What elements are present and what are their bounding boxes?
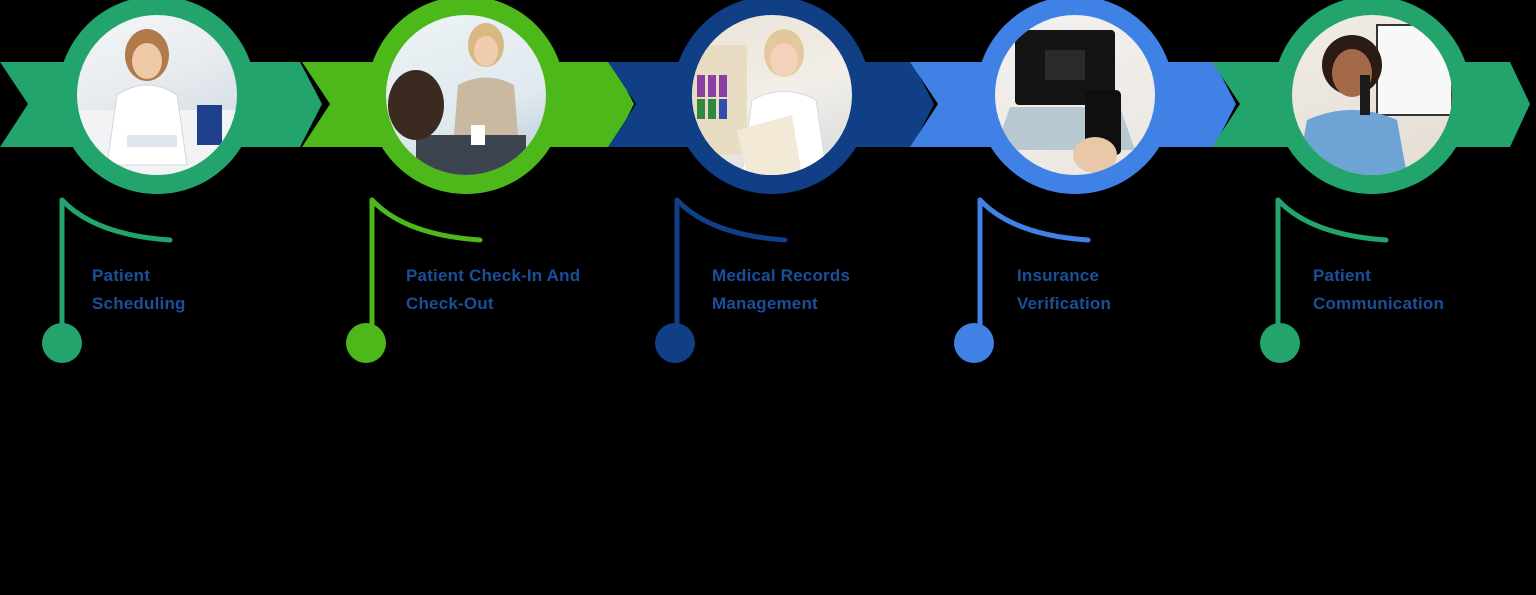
- timeline-dot: [954, 323, 994, 363]
- photo-illustration: [77, 29, 237, 175]
- timeline-dot: [42, 323, 82, 363]
- step-insurance-verification: Insurance Verification: [918, 0, 1228, 595]
- front-desk-check-in-photo: [386, 15, 546, 175]
- flag-connector: [369, 197, 483, 348]
- step-title: Insurance Verification: [1017, 266, 1112, 313]
- step-patient-scheduling: Patient Scheduling: [0, 0, 310, 595]
- step-title: Patient Check-In And Check-Out: [406, 266, 581, 313]
- flag-connector: [674, 197, 788, 348]
- doctor-with-records-photo: [692, 15, 852, 175]
- photo-illustration: [388, 23, 526, 175]
- nurse-on-phone-photo: [1292, 15, 1452, 175]
- receptionist-on-phone-photo: [77, 15, 237, 175]
- timeline-dot: [1260, 323, 1300, 363]
- step-medical-records-management: Medical Records Management: [615, 0, 925, 595]
- flag-connector: [977, 197, 1091, 348]
- step-title: Patient Communication: [1313, 266, 1445, 313]
- step-title: Medical Records Management: [712, 266, 851, 313]
- step-title: Patient Scheduling: [92, 266, 186, 313]
- photo-illustration: [692, 29, 828, 175]
- step-patient-communication: Patient Communication: [1216, 0, 1526, 595]
- flag-connector: [1275, 197, 1389, 348]
- timeline-dot: [655, 323, 695, 363]
- flag-connector: [59, 197, 173, 348]
- photo-illustration: [1297, 24, 1452, 175]
- step-check-in-check-out: Patient Check-In And Check-Out: [310, 0, 620, 595]
- photo-illustration: [995, 30, 1135, 173]
- timeline-dot: [346, 323, 386, 363]
- laptop-and-phone-verification-photo: [995, 15, 1155, 175]
